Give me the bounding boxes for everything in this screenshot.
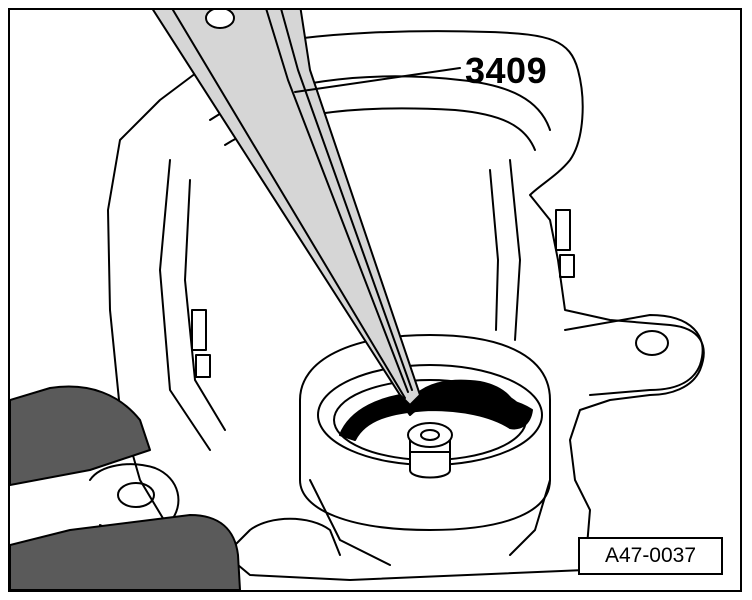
pick-tool-edge bbox=[280, 10, 413, 391]
caliper-inner-wall-right bbox=[509, 159, 521, 341]
caliper-tab-left2 bbox=[195, 354, 211, 378]
mounting-hole-right bbox=[635, 330, 669, 356]
caliper-inner-wall-left2 bbox=[184, 179, 226, 431]
piston-spindle-top bbox=[407, 422, 453, 448]
figure-code-box: A47-0037 bbox=[578, 537, 723, 575]
caliper-lower-cylinder bbox=[229, 517, 341, 556]
piston-bore-outer bbox=[299, 334, 551, 531]
tool-leader-line bbox=[294, 67, 461, 93]
brake-pad-lower bbox=[10, 514, 241, 590]
caliper-lower-body bbox=[309, 479, 551, 566]
caliper-tab-right bbox=[555, 209, 571, 251]
piston-seal-lift bbox=[404, 379, 516, 416]
caliper-housing bbox=[107, 30, 705, 581]
pick-tool-edge2 bbox=[265, 10, 409, 393]
pick-tool bbox=[152, 10, 421, 406]
brake-caliper-illustration bbox=[10, 10, 705, 590]
caliper-tab-right2 bbox=[559, 254, 575, 278]
caliper-inner-wall-right2 bbox=[489, 169, 499, 331]
figure-frame: 3409 A47-0037 bbox=[8, 8, 742, 592]
mounting-ear-right bbox=[564, 314, 704, 396]
caliper-tab-left bbox=[191, 309, 207, 351]
caliper-inner-wall-left bbox=[159, 159, 211, 451]
brake-pad-upper bbox=[10, 385, 151, 486]
piston-spindle-hole bbox=[420, 429, 440, 441]
mounting-hole-left bbox=[117, 482, 155, 508]
pick-tool-edge3 bbox=[171, 10, 406, 399]
pick-tool-hole bbox=[205, 10, 235, 29]
tool-number-label: 3409 bbox=[465, 50, 548, 91]
